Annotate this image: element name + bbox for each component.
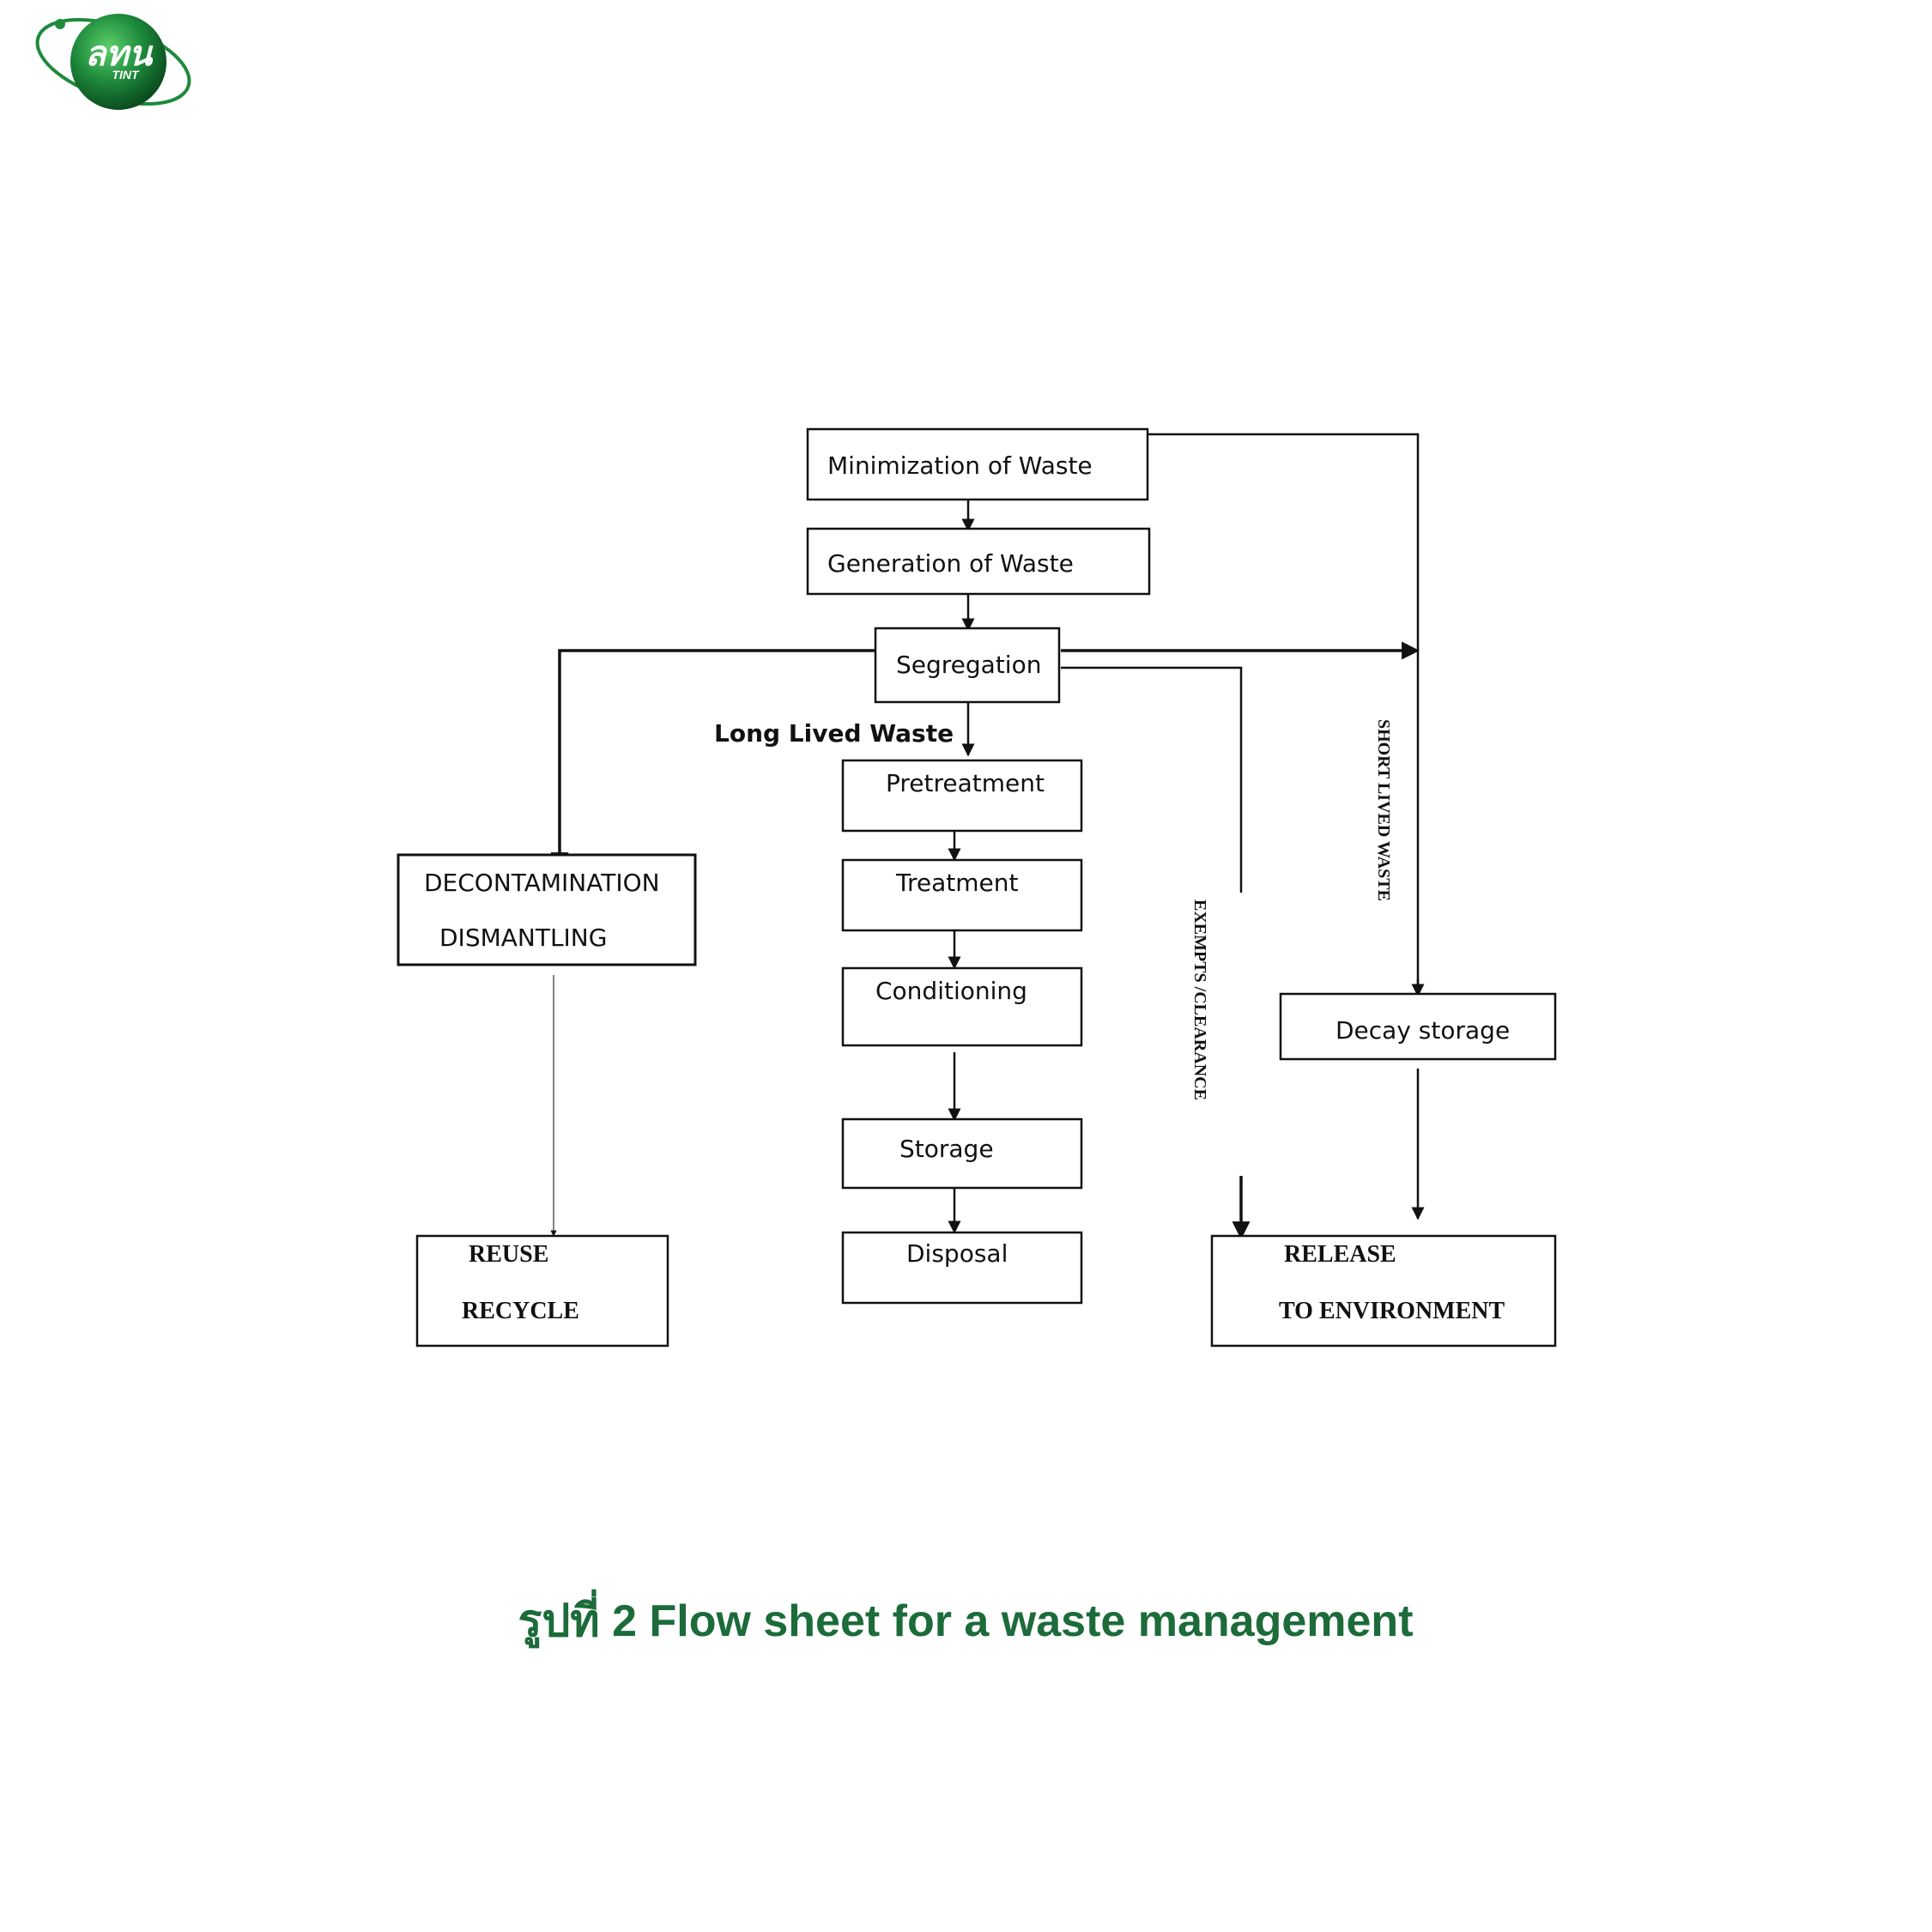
node-disposal: Disposal — [841, 1231, 1083, 1305]
node-storage: Storage — [841, 1117, 1083, 1190]
label-exempts: EXEMPTS /CLEARANCE — [1190, 899, 1209, 1100]
logo-sub-text: TINT — [112, 68, 140, 82]
label-long-lived: Long Lived Waste — [714, 719, 954, 748]
node-decontamination-line2: DISMANTLING — [439, 924, 607, 952]
node-release: RELEASE TO ENVIRONMENT — [1210, 1234, 1557, 1348]
node-reuse-line2: RECYCLE — [462, 1298, 579, 1324]
node-treatment-label: Treatment — [895, 869, 1018, 897]
line-seg-to-exempts — [1061, 666, 1243, 893]
node-reuse-line1: REUSE — [469, 1241, 548, 1268]
node-generation: Generation of Waste — [806, 527, 1151, 596]
node-treatment: Treatment — [841, 858, 1083, 932]
node-reuse: REUSE RECYCLE — [415, 1234, 669, 1348]
node-decay-storage: Decay storage — [1279, 992, 1557, 1061]
node-generation-label: Generation of Waste — [827, 549, 1074, 578]
node-pretreatment-label: Pretreatment — [886, 769, 1045, 797]
node-disposal-label: Disposal — [906, 1239, 1008, 1268]
node-segregation: Segregation — [874, 627, 1061, 704]
tint-logo: ลทน TINT — [35, 14, 191, 110]
node-decay-storage-label: Decay storage — [1335, 1016, 1510, 1045]
node-storage-label: Storage — [899, 1135, 994, 1163]
label-short-lived: SHORT LIVED WASTE — [1374, 719, 1393, 901]
node-decontamination-line1: DECONTAMINATION — [424, 869, 660, 897]
logo-sphere — [70, 14, 167, 110]
line-min-to-decay — [1148, 433, 1420, 996]
node-conditioning-label: Conditioning — [875, 977, 1027, 1005]
node-release-line2: TO ENVIRONMENT — [1279, 1298, 1505, 1324]
logo-main-text: ลทน — [85, 35, 154, 73]
node-segregation-label: Segregation — [896, 651, 1041, 679]
node-release-line1: RELEASE — [1284, 1241, 1396, 1268]
node-minimization-label: Minimization of Waste — [827, 451, 1093, 480]
logo-dot — [55, 19, 65, 29]
node-minimization: Minimization of Waste — [806, 427, 1149, 501]
node-decontamination: DECONTAMINATION DISMANTLING — [397, 853, 697, 966]
node-conditioning: Conditioning — [841, 966, 1083, 1047]
arrow-seg-to-decon — [550, 649, 875, 871]
node-pretreatment: Pretreatment — [841, 759, 1083, 833]
figure-caption: รูปที่ 2 Flow sheet for a waste manageme… — [518, 1590, 1413, 1649]
